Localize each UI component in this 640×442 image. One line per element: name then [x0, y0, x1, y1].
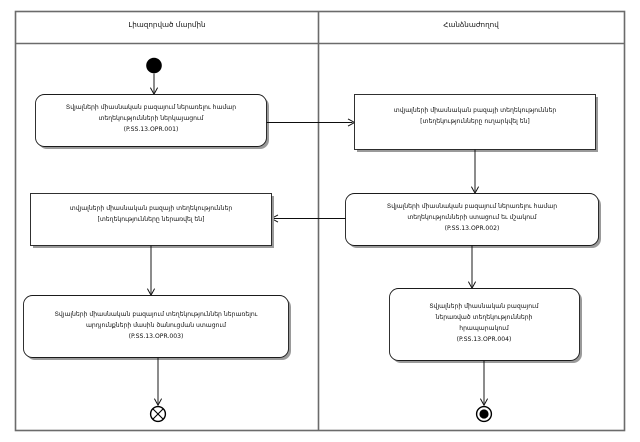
object-node-included-line-2: [տեղեկությունները ներառվել են]: [97, 216, 204, 223]
flow-opr004-to-activity-final: [479, 360, 489, 407]
swimlane-frame: [14, 10, 626, 432]
lane-title-left: Լիազորված մարմին: [128, 20, 205, 29]
activity-opr-003-line-1: Տվյալների միասնական բազայում տեղեկությու…: [55, 311, 258, 318]
flow-opr002-to-opr004: [467, 245, 477, 290]
flow-opr003-to-flow-final: [153, 357, 163, 407]
activity-opr-002-line-2: տեղեկությունների ստացում եւ մշակում: [407, 214, 536, 221]
activity-opr-001-line-1: Տվյալների միասնական բազայում ներառելու հ…: [66, 104, 236, 111]
object-node-sent[interactable]: տվյալների միասնական բազայի տեղեկությունն…: [354, 94, 599, 153]
activity-opr-003[interactable]: Տվյալների միասնական բազայում տեղեկությու…: [23, 295, 292, 361]
activity-opr-002[interactable]: Տվյալների միասնական բազայում ներառելու հ…: [345, 193, 602, 249]
object-node-sent-line-2: [տեղեկությունները ուղարկվել են]: [420, 118, 530, 125]
activity-opr-003-code: (P.SS.13.OPR.003): [129, 333, 184, 340]
flow-object-included-to-opr003: [146, 245, 156, 297]
arrowhead: [153, 398, 163, 407]
flow-final-node-x-stroke-2: [152, 408, 164, 420]
activity-opr-001-code: (P.SS.13.OPR.001): [124, 126, 179, 133]
flow-opr002-to-object-included: [270, 214, 346, 223]
lane-title-right: Հանձնաժողով: [443, 20, 499, 29]
object-node-included-box: [30, 193, 272, 246]
activity-opr-001-box: [35, 94, 267, 147]
object-node-included-line-1: տվյալների միասնական բազայի տեղեկությունն…: [70, 205, 233, 212]
activity-opr-004-line-3: հրապարակում: [459, 325, 509, 332]
flow-opr001-to-object-sent: [266, 118, 356, 127]
activity-opr-001[interactable]: Տվյալների միասնական բազայում ներառելու հ…: [35, 94, 270, 150]
activity-opr-002-line-1: Տվյալների միասնական բազայում ներառելու հ…: [387, 203, 557, 210]
activity-opr-001-line-2: տեղեկությունների ներկայացում: [98, 115, 203, 122]
activity-final-node[interactable]: [475, 405, 493, 423]
activity-opr-004-box: [389, 288, 580, 361]
flow-final-node-circle: [149, 405, 167, 423]
flow-object-sent-to-opr002: [470, 149, 480, 195]
activity-opr-002-code: (P.SS.13.OPR.002): [445, 225, 500, 232]
flow-final-node[interactable]: [149, 405, 167, 423]
activity-final-node-core: [479, 409, 489, 419]
arrowhead: [479, 398, 489, 407]
flow-initial-to-opr001: [149, 73, 159, 96]
activity-opr-004[interactable]: Տվյալների միասնական բազայում ներառված տե…: [389, 288, 583, 364]
object-node-sent-line-1: տվյալների միասնական բազայի տեղեկությունն…: [394, 107, 557, 114]
activity-opr-004-line-1: Տվյալների միասնական բազայում: [429, 303, 538, 310]
activity-opr-003-line-2: արդյունքների մասին ծանուցման ստացում: [86, 322, 226, 329]
activity-final-node-ring: [475, 405, 493, 423]
activity-opr-004-line-2: ներառված տեղեկությունների: [435, 314, 533, 321]
initial-node[interactable]: [146, 57, 162, 74]
initial-node-circle: [146, 57, 162, 74]
object-node-included[interactable]: տվյալների միասնական բազայի տեղեկությունն…: [30, 193, 275, 249]
object-node-sent-box: [354, 94, 596, 150]
activity-opr-003-box: [23, 295, 289, 358]
activity-opr-004-code: (P.SS.13.OPR.004): [457, 336, 512, 343]
